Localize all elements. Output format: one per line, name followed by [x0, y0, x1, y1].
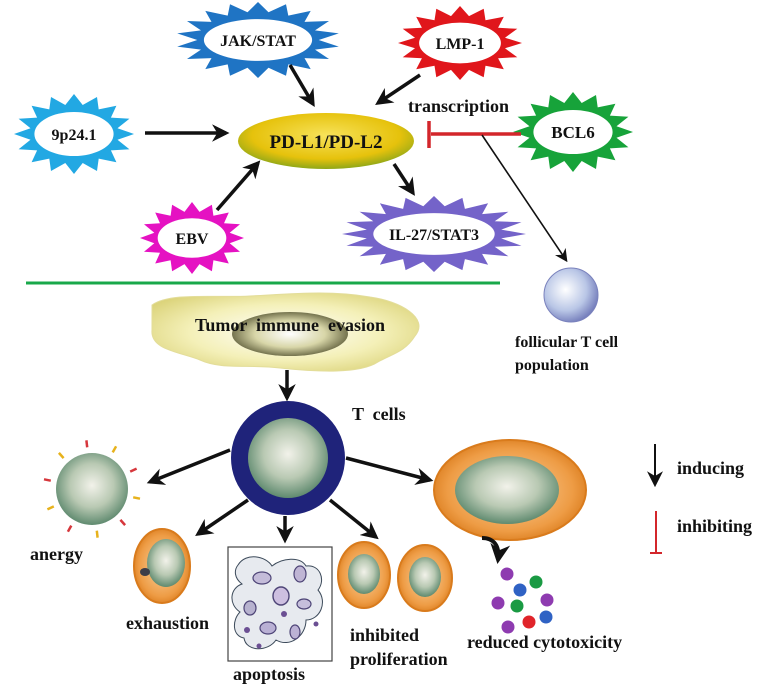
transcription-label: transcription	[408, 96, 509, 116]
exhaustion-cell	[133, 528, 191, 604]
arrow-to-proliferation	[328, 498, 379, 540]
anergy-dash	[119, 519, 127, 526]
granule	[491, 596, 505, 610]
jak-stat-label: JAK/STAT	[220, 33, 296, 50]
arrow-to-cytotoxic	[345, 456, 434, 485]
granule	[529, 575, 543, 589]
anergy-dash	[95, 530, 99, 538]
lmp-1-burst-center	[419, 22, 501, 64]
cytotoxic-cell	[433, 439, 587, 541]
follicular-label-1: follicular T cell	[515, 334, 619, 351]
anergy-dash	[46, 505, 55, 511]
arrow-ebv-to-pdl	[215, 160, 261, 212]
t-cells-label: T cells	[352, 404, 406, 424]
lmp-1-burst: LMP-1	[398, 6, 522, 80]
anergy-dash	[85, 440, 89, 448]
follicular-t-cell	[543, 267, 599, 323]
9p24-label: 9p24.1	[52, 127, 97, 144]
9p24-burst: 9p24.1	[14, 94, 134, 174]
legend-inducing-label: inducing	[677, 458, 744, 478]
granule	[540, 593, 554, 607]
pdl-label: PD-L1/PD-L2	[270, 132, 383, 153]
bcl6-burst-center	[533, 110, 613, 154]
tumor-nucleus	[232, 312, 348, 356]
anergy-dash	[132, 496, 141, 500]
follicular-label-2: population	[515, 357, 589, 374]
ebv-burst-center	[157, 218, 227, 258]
anergy-label: anergy	[30, 544, 83, 564]
ebv-label: EBV	[176, 231, 209, 248]
apoptosis-label: apoptosis	[233, 664, 305, 684]
apoptosis-panel	[227, 546, 333, 662]
anergy-dash	[43, 478, 52, 482]
anergy-cell	[43, 440, 141, 538]
lmp-1-label: LMP-1	[436, 36, 485, 53]
legend: inducing inhibiting	[647, 444, 752, 554]
inhibited-label-2: proliferation	[350, 649, 448, 669]
anergy-dash	[66, 524, 73, 533]
arrow-jak-to-pdl	[288, 64, 315, 108]
granule	[500, 567, 514, 581]
il27-stat3-burst-center	[373, 213, 495, 255]
pdl-oval	[238, 113, 414, 169]
bcl6-burst: BCL6	[513, 92, 633, 172]
granule	[513, 583, 527, 597]
bcl6-label: BCL6	[551, 123, 594, 142]
granule	[522, 615, 536, 629]
arrow-granule-release	[481, 536, 511, 564]
arrow-to-exhaustion	[195, 498, 249, 536]
proliferation-cells	[337, 541, 453, 612]
arrow-pdl-to-il27	[392, 163, 415, 196]
ebv-burst: EBV	[140, 202, 244, 274]
exhaustion-label: exhaustion	[126, 613, 209, 633]
jak-stat-burst: JAK/STAT	[177, 2, 339, 78]
anergy-dash	[57, 452, 65, 459]
arrow-to-follicular	[481, 134, 568, 263]
arrow-to-anergy	[146, 448, 231, 485]
il27-stat3-burst: IL-27/STAT3	[342, 196, 526, 272]
granule	[501, 620, 515, 634]
inhibited-label-1: inhibited	[350, 625, 419, 645]
legend-inhibiting-label: inhibiting	[677, 516, 752, 536]
jak-stat-burst-center	[203, 19, 313, 61]
t-cell-nucleus	[248, 418, 328, 498]
9p24-burst-center	[34, 112, 114, 156]
cytotoxic-granules	[491, 567, 554, 634]
granule	[510, 599, 524, 613]
arrow-lmp1-to-pdl	[375, 73, 421, 105]
granule	[539, 610, 553, 624]
anergy-dash	[111, 445, 118, 454]
anergy-dash	[129, 467, 138, 473]
il27-stat3-label: IL-27/STAT3	[389, 227, 479, 244]
reduced-cytotoxicity-label: reduced cytotoxicity	[467, 632, 622, 652]
tumor-label: Tumor immune evasion	[195, 315, 385, 335]
